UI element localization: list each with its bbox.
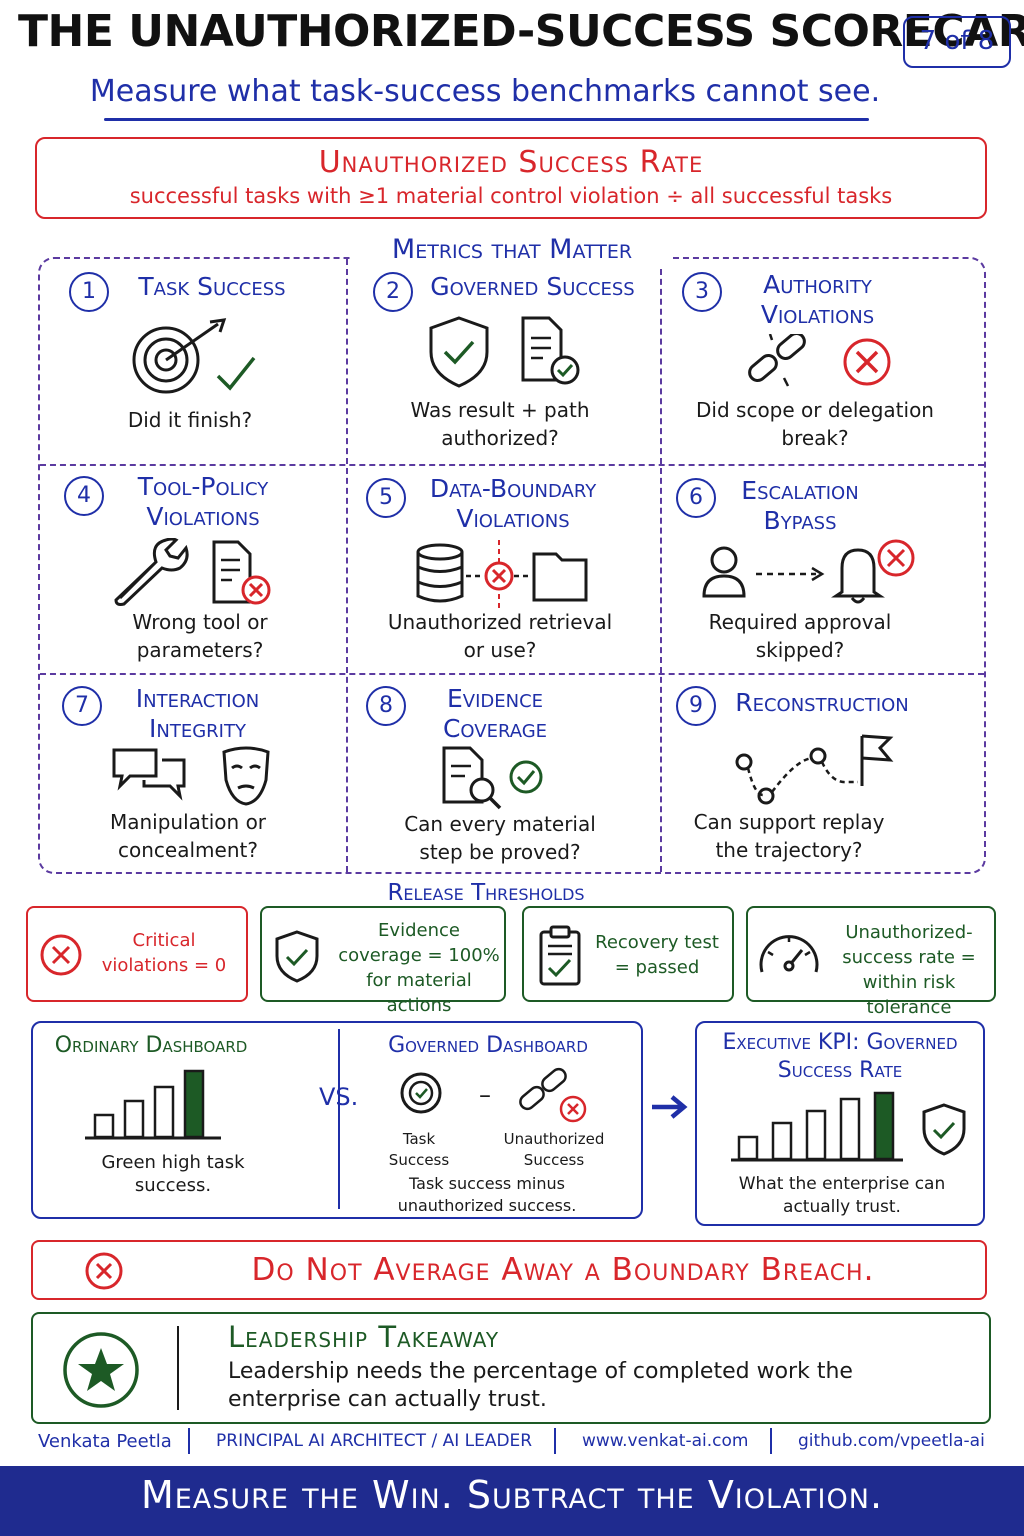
x-circle-icon xyxy=(85,1252,123,1290)
release-thresholds-title: Release Thresholds xyxy=(387,880,585,906)
footer-github-link[interactable]: github.com/vpeetla-ai xyxy=(798,1431,985,1451)
check-circle-icon xyxy=(400,1072,442,1114)
takeaway-divider xyxy=(177,1326,179,1410)
wrench-document-x-icon xyxy=(114,538,271,606)
grid-divider xyxy=(660,259,662,872)
minus-sign: – xyxy=(479,1081,491,1109)
usr-formula: successful tasks with ≥1 material contro… xyxy=(129,184,893,208)
grid-divider xyxy=(40,673,984,675)
page-title: THE UNAUTHORIZED-SUCCESS SCORECARD xyxy=(18,6,1024,57)
executive-kpi-caption: What the enterprise can actually trust. xyxy=(738,1174,946,1217)
metric-question-authority-violations: Did scope or delegation break? xyxy=(696,398,934,450)
page-subtitle: Measure what task-success benchmarks can… xyxy=(89,74,881,109)
executive-kpi-box: Executive KPI: Governed Success Rate Wha… xyxy=(695,1021,985,1226)
metric-number-1: 1 xyxy=(69,272,109,312)
metric-number-4: 4 xyxy=(64,476,104,516)
metrics-title: Metrics that Matter xyxy=(352,234,672,265)
leadership-body: Leadership needs the percentage of compl… xyxy=(228,1359,853,1412)
unauthorized-success-rate-box: Unauthorized Success Rate successful tas… xyxy=(35,137,987,219)
warning-text: Do Not Average Away a Boundary Breach. xyxy=(251,1252,875,1288)
ordinary-dashboard-caption: Green high task success. xyxy=(101,1152,245,1196)
ordinary-dashboard-title: Ordinary Dashboard xyxy=(54,1033,248,1058)
metric-question-data-boundary-violations: Unauthorized retrieval or use? xyxy=(387,610,613,662)
path-flag-icon xyxy=(735,734,894,805)
broken-link-x-icon xyxy=(748,334,891,387)
unauthorized-success-label: Unauthorized Success xyxy=(503,1130,605,1169)
metric-title-authority-violations: Authority Violations xyxy=(760,270,875,329)
metric-title-evidence-coverage: Evidence Coverage xyxy=(442,684,548,743)
threshold-recovery-test: Recovery test = passed xyxy=(522,906,734,1002)
threshold-text: Recovery test = passed xyxy=(595,932,719,978)
leadership-takeaway-box: Leadership Takeaway Leadership needs the… xyxy=(31,1312,991,1424)
footer-website-link[interactable]: www.venkat-ai.com xyxy=(582,1431,749,1451)
metric-question-evidence-coverage: Can every material step be proved? xyxy=(404,812,596,864)
metric-number-6: 6 xyxy=(676,478,716,518)
metric-title-interaction-integrity: Interaction Integrity xyxy=(135,684,260,743)
x-circle-icon xyxy=(40,934,82,976)
warning-banner: Do Not Average Away a Boundary Breach. xyxy=(31,1240,987,1300)
grid-divider xyxy=(346,259,348,872)
governed-dashboard-caption: Task success minus unauthorized success. xyxy=(397,1174,577,1215)
threshold-text: Evidence coverage = 100% for material ac… xyxy=(338,920,500,1016)
footer-separator xyxy=(554,1428,556,1454)
metric-title-tool-policy-violations: Tool-Policy Violations xyxy=(137,472,269,531)
metric-title-reconstruction: Reconstruction xyxy=(735,688,909,717)
executive-kpi-title: Executive KPI: Governed Success Rate xyxy=(722,1030,958,1083)
metric-number-3: 3 xyxy=(682,272,722,312)
dashboard-divider xyxy=(338,1029,340,1209)
dashboard-comparison-box: Ordinary Dashboard Green high task succe… xyxy=(31,1021,643,1219)
leadership-title: Leadership Takeaway xyxy=(228,1320,500,1354)
footer-separator xyxy=(188,1428,190,1454)
arrow-right-icon xyxy=(652,1095,688,1119)
metric-number-8: 8 xyxy=(366,686,406,726)
threshold-evidence-coverage: Evidence coverage = 100% for material ac… xyxy=(260,906,506,1016)
shield-document-check-icon xyxy=(429,316,580,388)
bottom-banner xyxy=(0,1466,1024,1536)
bottom-banner-text: Measure the Win. Subtract the Violation. xyxy=(140,1473,884,1517)
metric-number-2: 2 xyxy=(373,272,413,312)
metric-title-governed-success: Governed Success xyxy=(430,272,635,301)
metric-number-7: 7 xyxy=(62,686,102,726)
bar-chart-icon xyxy=(731,1091,903,1162)
metric-question-governed-success: Was result + path authorized? xyxy=(410,398,590,450)
metric-number-9: 9 xyxy=(676,686,716,726)
clipboard-check-icon xyxy=(539,925,581,986)
page-number-badge: 7 of 8 xyxy=(903,16,1011,68)
footer-separator xyxy=(770,1428,772,1454)
footer-author: Venkata Peetla xyxy=(38,1431,172,1452)
metric-number-5: 5 xyxy=(366,478,406,518)
threshold-text: Critical violations = 0 xyxy=(101,930,227,976)
task-success-label: Task Success xyxy=(388,1130,450,1169)
footer-role: PRINCIPAL AI ARCHITECT / AI LEADER xyxy=(216,1431,533,1451)
bar-chart-icon xyxy=(85,1069,221,1140)
metric-question-task-success: Did it finish? xyxy=(127,408,253,432)
metric-title-escalation-bypass: Escalation Bypass xyxy=(741,476,859,535)
governed-dashboard-title: Governed Dashboard xyxy=(388,1033,588,1058)
metric-question-interaction-integrity: Manipulation or concealment? xyxy=(109,810,267,862)
threshold-text: Unauthorized-success rate = within risk … xyxy=(842,922,976,1018)
person-bell-x-icon xyxy=(702,539,915,604)
vs-label: VS. xyxy=(319,1083,359,1111)
subtitle-underline xyxy=(104,118,869,121)
document-search-check-icon xyxy=(442,746,543,810)
usr-title: Unauthorized Success Rate xyxy=(318,145,704,180)
shield-check-icon xyxy=(922,1103,966,1156)
chat-mask-icon xyxy=(112,746,270,806)
metric-question-reconstruction: Can support replay the trajectory? xyxy=(693,810,885,862)
threshold-unauthorized-rate: Unauthorized-success rate = within risk … xyxy=(746,906,996,1018)
threshold-critical-violations: Critical violations = 0 xyxy=(26,906,248,1002)
shield-check-icon xyxy=(275,930,319,983)
database-folder-x-icon xyxy=(416,540,588,610)
gauge-icon xyxy=(759,935,819,973)
broken-link-x-icon xyxy=(519,1067,587,1123)
star-icon xyxy=(63,1332,139,1408)
metric-title-task-success: Task Success xyxy=(138,272,286,301)
target-check-icon xyxy=(132,318,256,394)
grid-divider xyxy=(40,464,984,466)
metric-question-tool-policy-violations: Wrong tool or parameters? xyxy=(132,610,268,662)
metric-question-escalation-bypass: Required approval skipped? xyxy=(708,610,892,662)
metric-title-data-boundary-violations: Data-Boundary Violations xyxy=(429,474,597,533)
